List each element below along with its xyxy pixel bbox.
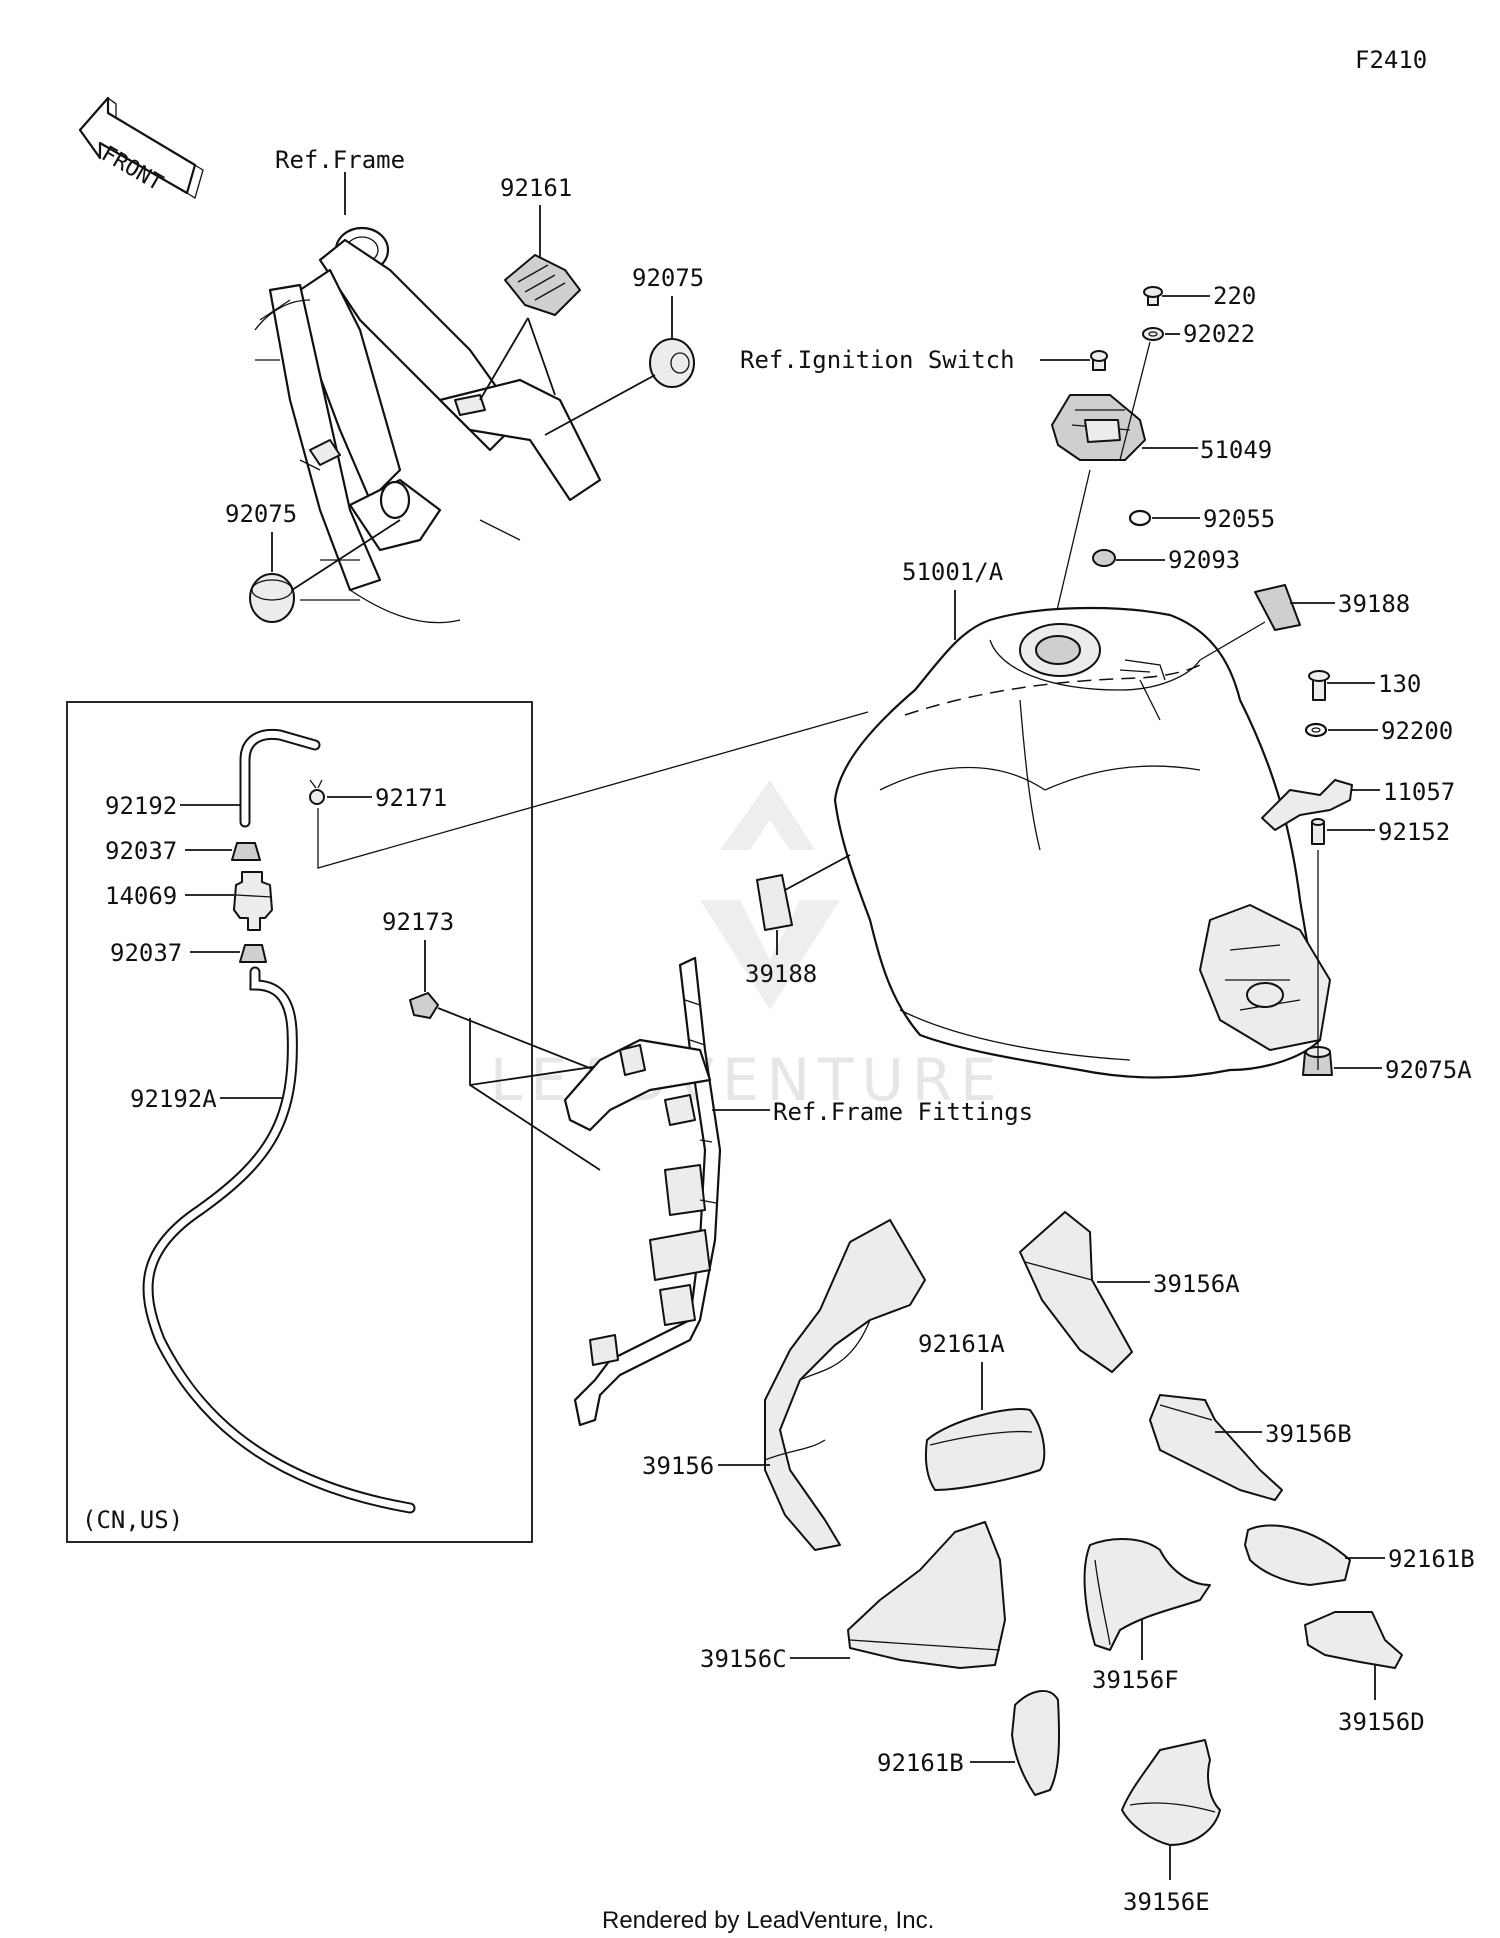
label-ref-ignition-switch: Ref.Ignition Switch: [740, 346, 1015, 374]
label-11057: 11057: [1383, 778, 1455, 806]
part-220: [1143, 286, 1163, 306]
part-14069-filter: [233, 871, 273, 931]
part-92037-top: [231, 842, 261, 861]
label-92173: 92173: [382, 908, 454, 936]
part-92075-left: [249, 573, 295, 623]
part-92173-clip: [409, 992, 439, 1019]
part-92192A-hose-outline: [142, 966, 416, 1514]
diagram-id: F2410: [1355, 46, 1427, 74]
part-92161B-right: [1244, 1524, 1351, 1586]
label-39188-left: 39188: [745, 960, 817, 988]
part-39156A: [1019, 1211, 1133, 1373]
part-92161B-bottom: [1011, 1690, 1061, 1796]
label-92037-bottom: 92037: [110, 939, 182, 967]
part-92093: [1092, 549, 1116, 567]
label-92161B-bottom: 92161B: [877, 1749, 964, 1777]
part-39156F: [1083, 1538, 1211, 1651]
footer-credit: Rendered by LeadVenture, Inc.: [602, 1907, 934, 1934]
label-51049: 51049: [1200, 436, 1272, 464]
inset-box: [66, 701, 533, 1543]
label-ref-frame: Ref.Frame: [275, 146, 405, 174]
leader-92075-top-target: [544, 374, 656, 436]
label-39156A: 39156A: [1153, 1270, 1240, 1298]
leader-cap-axis: [1119, 341, 1151, 461]
label-92161B-right: 92161B: [1388, 1545, 1475, 1573]
label-92192A: 92192A: [130, 1085, 217, 1113]
inset-note: (CN,US): [82, 1506, 183, 1534]
part-39156D: [1304, 1611, 1403, 1669]
part-130-bolt: [1308, 670, 1330, 701]
part-39188-left: [756, 874, 793, 931]
frame-assembly: [254, 226, 602, 624]
leader-92075-left-target: [291, 519, 401, 591]
label-92171: 92171: [375, 784, 447, 812]
label-39156F: 39156F: [1092, 1666, 1179, 1694]
label-92055: 92055: [1203, 505, 1275, 533]
label-92075A: 92075A: [1385, 1056, 1472, 1084]
part-39188-right: [1254, 584, 1301, 631]
part-92171: [309, 779, 325, 805]
label-39156C: 39156C: [700, 1645, 787, 1673]
label-ref-frame-fittings: Ref.Frame Fittings: [773, 1098, 1033, 1126]
leader-92161-targets: [479, 317, 556, 401]
front-arrow-icon: FRONT: [78, 96, 204, 200]
label-92075-left: 92075: [225, 500, 297, 528]
part-39156: [764, 1219, 926, 1551]
part-92192-hose: [241, 730, 319, 826]
part-51001A-fuel-tank: [833, 606, 1331, 1079]
part-92152-collar: [1311, 818, 1325, 845]
part-39156E: [1121, 1739, 1221, 1846]
leader-39188-left-target: [784, 854, 851, 891]
label-92192: 92192: [105, 792, 177, 820]
label-51001A: 51001/A: [902, 558, 1004, 586]
part-92161A: [925, 1408, 1046, 1491]
leader-92171-to-tank: [317, 711, 869, 869]
label-92200: 92200: [1381, 717, 1453, 745]
part-92161: [504, 254, 581, 316]
part-51049-fuel-cap: [1051, 394, 1146, 461]
label-14069: 14069: [105, 882, 177, 910]
label-92037-top: 92037: [105, 837, 177, 865]
label-92093: 92093: [1168, 546, 1240, 574]
part-92192-hose-outline: [239, 728, 321, 828]
frame-fittings-assembly: [563, 956, 722, 1427]
part-92075-top: [649, 338, 695, 388]
label-130: 130: [1378, 670, 1421, 698]
part-11057-bracket: [1261, 779, 1353, 831]
label-92075-top: 92075: [632, 264, 704, 292]
label-39156: 39156: [642, 1452, 714, 1480]
leader-39188-right-target: [1199, 621, 1266, 661]
part-39156C: [847, 1521, 1006, 1669]
label-92022: 92022: [1183, 320, 1255, 348]
label-39156D: 39156D: [1338, 1708, 1425, 1736]
part-39156B: [1149, 1394, 1283, 1501]
part-92022: [1142, 327, 1164, 341]
label-92161A: 92161A: [918, 1330, 1005, 1358]
part-92055: [1128, 509, 1152, 527]
label-92161: 92161: [500, 174, 572, 202]
part-92200-washer: [1304, 722, 1328, 738]
label-39156E: 39156E: [1123, 1888, 1210, 1916]
label-220: 220: [1213, 282, 1256, 310]
ignition-switch-screw: [1090, 350, 1108, 371]
label-39188-right: 39188: [1338, 590, 1410, 618]
label-92152: 92152: [1378, 818, 1450, 846]
part-92037-bottom: [239, 944, 267, 963]
label-39156B: 39156B: [1265, 1420, 1352, 1448]
part-92192A-hose: [144, 968, 414, 1512]
